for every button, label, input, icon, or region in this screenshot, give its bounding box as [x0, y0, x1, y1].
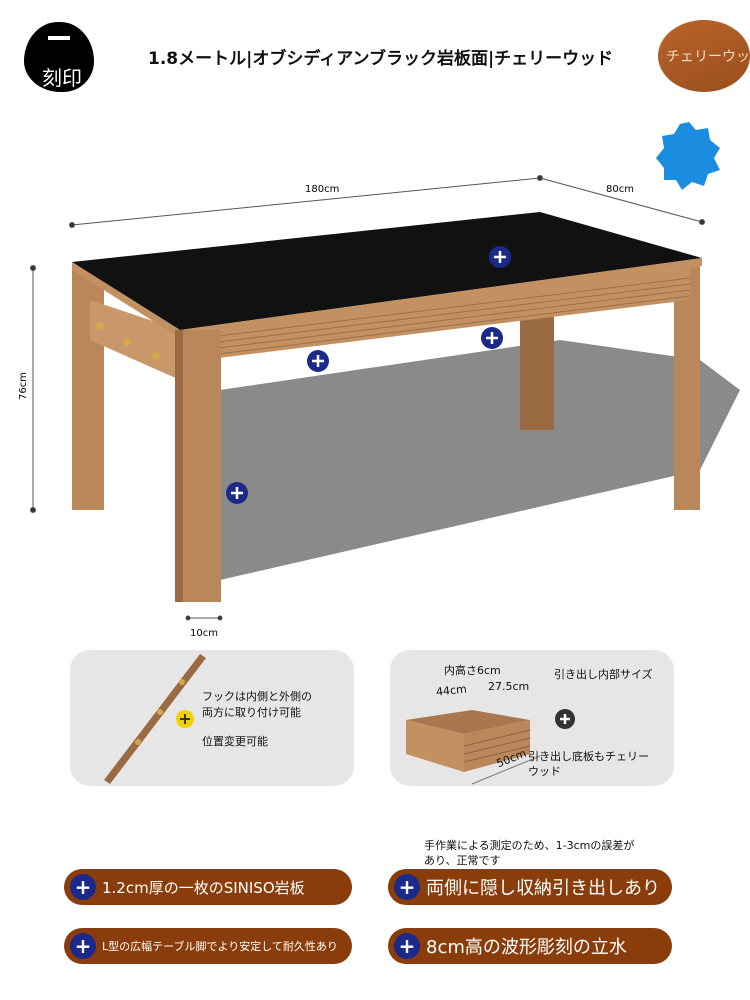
hook-rail-illustration [104, 654, 206, 784]
feature-text: L型の広幅テーブル脚でより安定して耐久性あり [102, 940, 338, 953]
left-leg [72, 265, 104, 510]
feature-text: 1.2cm厚の一枚のSINISO岩板 [102, 878, 305, 897]
engraving-stamp-logo: 刻印 [24, 22, 94, 92]
front-apron [180, 268, 690, 358]
right-leg [674, 265, 700, 510]
drawer-size-title: 引き出し内部サイズ [554, 668, 653, 681]
table-illustration: 180cm 80cm 76cm 10cm [18, 175, 740, 639]
height-label: 76cm [18, 372, 29, 400]
length-label: 180cm [305, 184, 339, 195]
product-title: 1.8メートル|オブシディアンブラック岩板面|チェリーウッド [148, 49, 614, 69]
feature-pill-l-legs: + L型の広幅テーブル脚でより安定して耐久性あり [64, 928, 352, 964]
note-line-1: 手作業による測定のため、1-3cmの誤差が [424, 839, 635, 852]
hook-text-3: 位置変更可能 [202, 735, 268, 748]
hook [152, 352, 160, 360]
drawer-bottom-text-1: 引き出し底板もチェリー [528, 750, 649, 763]
hook-text-2: 両方に取り付け可能 [202, 706, 301, 719]
hotspot-plus-icon[interactable] [226, 482, 248, 504]
swatch-label: チェリーウッド [666, 49, 750, 65]
plus-icon[interactable]: + [70, 874, 96, 900]
table-shadow [200, 340, 740, 580]
blue-badge-icon [656, 122, 720, 190]
drawer-depth: 27.5cm [488, 680, 530, 693]
hook-text-1: フックは内側と外側の [202, 690, 312, 703]
hotspot-plus-icon[interactable] [481, 327, 503, 349]
hotspot-plus-icon[interactable] [307, 350, 329, 372]
leg-width-label: 10cm [190, 628, 218, 639]
feature-pill-stone-slab: +1.2cm厚の一枚のSINISO岩板 [64, 869, 352, 905]
color-swatch-cherry[interactable]: チェリーウッド [658, 20, 750, 92]
stone-tabletop [72, 212, 702, 330]
feature-text: 両側に隠し収納引き出しあり [426, 878, 660, 899]
plus-icon[interactable]: + [70, 933, 96, 959]
plus-icon[interactable]: + [394, 933, 420, 959]
plus-icon[interactable] [554, 708, 576, 730]
feature-pill-wave-carving: +8cm高の波形彫刻の立水 [388, 928, 672, 964]
depth-label: 80cm [606, 184, 634, 195]
drawer-inner-height: 内高さ6cm [444, 664, 501, 677]
plus-icon[interactable]: + [394, 874, 420, 900]
drawer-detail-card: 内高さ6cm 引き出し内部サイズ 44cm 27.5cm 50cm 引き出し底板… [390, 650, 674, 786]
drawer-illustration [406, 710, 541, 785]
hook [96, 322, 104, 330]
stamp-label: 刻印 [42, 66, 82, 90]
back-leg [520, 300, 554, 430]
measurement-note: 手作業による測定のため、1-3cmの誤差が あり、正常です [424, 838, 634, 868]
feature-text: 8cm高の波形彫刻の立水 [426, 937, 627, 958]
side-apron [90, 300, 180, 380]
note-line-2: あり、正常です [424, 854, 501, 867]
plus-icon[interactable] [174, 708, 196, 730]
hook-detail-card: フックは内側と外側の 両方に取り付け可能 位置変更可能 [70, 650, 354, 786]
feature-pill-hidden-drawers: + 両側に隠し収納引き出しあり [388, 869, 672, 905]
hotspot-plus-icon[interactable] [489, 246, 511, 268]
hook [123, 338, 131, 346]
drawer-bottom-text-2: ウッド [528, 765, 561, 778]
